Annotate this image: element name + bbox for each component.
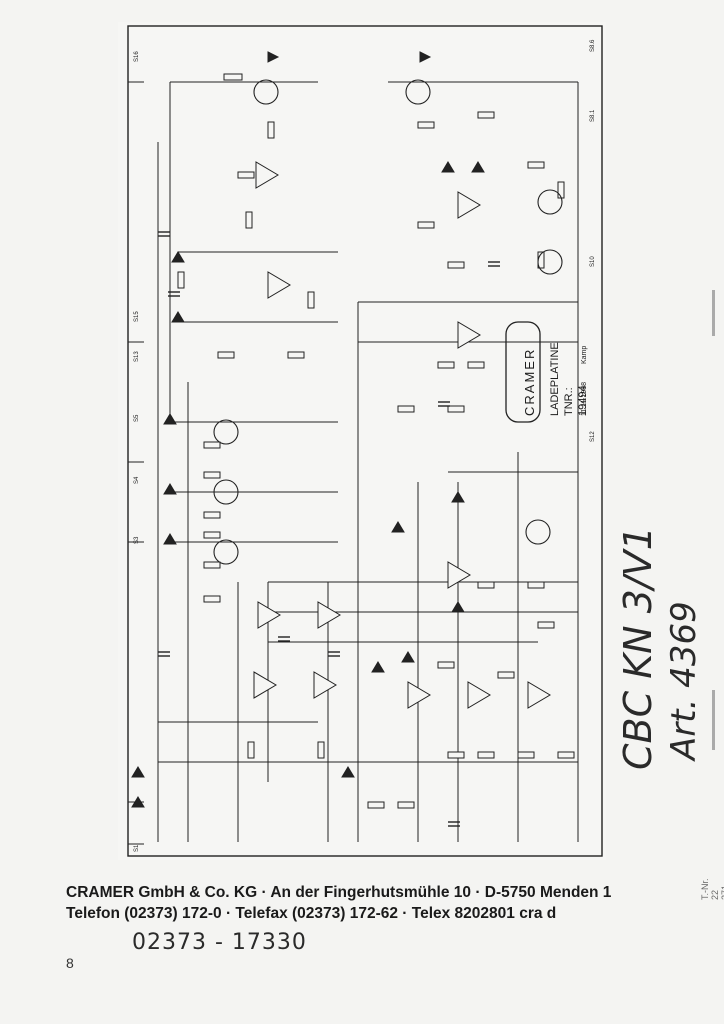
company-contact: Telefon (02373) 172-0 · Telefax (02373) …: [66, 905, 557, 922]
circuit-schematic: S16 S15 S13 S5 S4 S3 S1 S12 S10 S8.1 S8.…: [118, 22, 606, 860]
title-block: CRAMER: [522, 348, 538, 416]
title-block-author-wrap: Kamp: [580, 346, 589, 364]
svg-text:S3: S3: [134, 536, 140, 544]
svg-text:S15: S15: [134, 311, 140, 322]
title-block-date: 11.11.1988: [581, 382, 588, 416]
svg-text:S12: S12: [590, 431, 596, 442]
svg-text:S16: S16: [134, 51, 140, 62]
svg-text:S4: S4: [134, 476, 140, 484]
title-block-board-wrap: LADEPLATINE: [548, 342, 562, 416]
svg-text:S5: S5: [134, 414, 140, 422]
title-block-date-wrap: 11.11.1988: [580, 382, 589, 416]
title-block-brand: CRAMER: [522, 347, 537, 416]
svg-text:S8.1: S8.1: [590, 109, 596, 122]
svg-text:S10: S10: [590, 256, 596, 267]
schematic-drawing: S16 S15 S13 S5 S4 S3 S1 S12 S10 S8.1 S8.…: [127, 25, 603, 857]
handwritten-note-article: Art. 4369: [664, 601, 704, 760]
svg-text:S8.6: S8.6: [590, 39, 596, 52]
svg-text:S1: S1: [134, 844, 140, 852]
title-block-frame: [505, 321, 541, 423]
title-block-author: Kamp: [581, 345, 588, 364]
handwritten-note-model: CBC KN 3/V1: [616, 526, 660, 770]
margin-mark: [712, 290, 715, 336]
part-number: T.-Nr. 22 271: [700, 878, 724, 901]
company-address: CRAMER GmbH & Co. KG · An der Fingerhuts…: [66, 884, 612, 901]
svg-text:S13: S13: [134, 351, 140, 362]
handwritten-phone: 02373 - 17330: [132, 930, 307, 955]
title-block-board: LADEPLATINE: [549, 342, 561, 416]
margin-mark: [712, 690, 715, 750]
page-number: 8: [66, 955, 74, 971]
